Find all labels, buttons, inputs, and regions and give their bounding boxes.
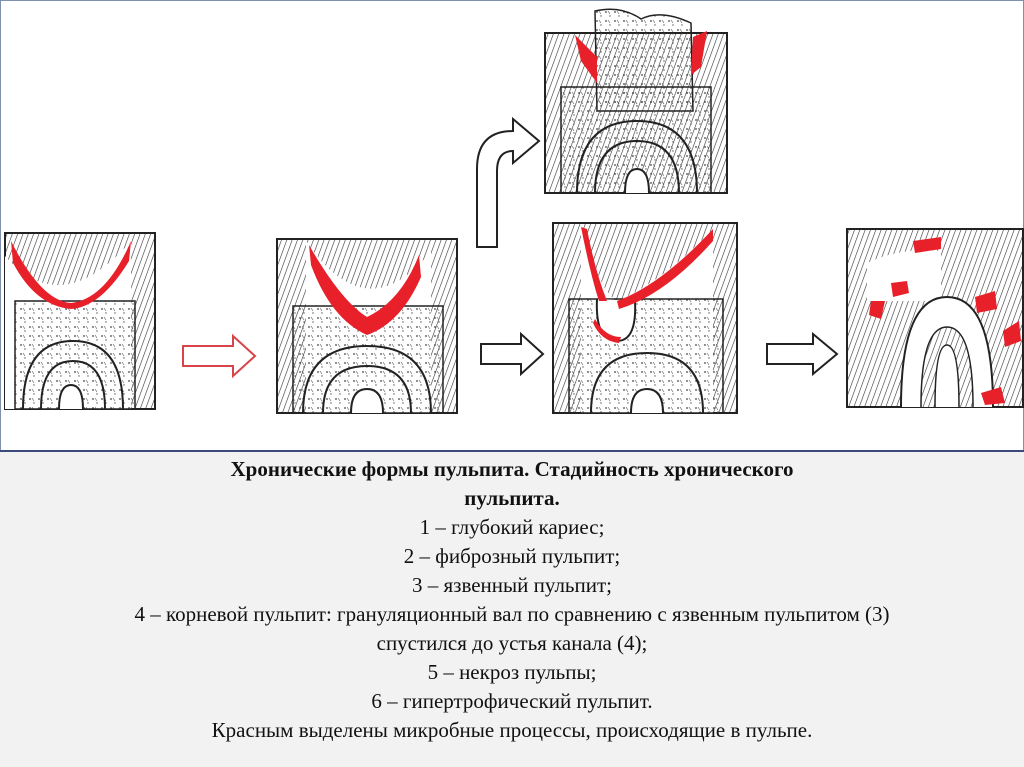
tooth-stage-2 — [276, 238, 458, 414]
arrow-1-to-2 — [182, 333, 257, 379]
caption-line-3: 3 – язвенный пульпит; — [411, 573, 612, 597]
tooth-stage-1 — [4, 232, 156, 410]
caption-line-1: 1 – глубокий кариес; — [419, 515, 605, 539]
arrow-up-to-stage-6 — [476, 116, 541, 248]
tooth-stage-6 — [544, 8, 728, 194]
microbial-area-stage-6-right — [691, 31, 707, 75]
figure-caption: Хронические формы пульпита. Стадийность … — [40, 455, 984, 745]
caption-line-2: 2 – фиброзный пульпит; — [403, 544, 621, 568]
caption-line-7: Красным выделены микробные процессы, про… — [211, 718, 813, 742]
tooth-stage-5 — [846, 228, 1024, 408]
tooth-stage-3 — [552, 222, 738, 414]
microbial-area-stage-3 — [581, 227, 713, 309]
microbial-area-stage-5 — [869, 237, 1021, 405]
caption-line-6: 6 – гипертрофический пульпит. — [371, 689, 653, 713]
microbial-area-stage-2 — [309, 245, 421, 335]
caption-title: Хронические формы пульпита. Стадийность … — [230, 457, 794, 510]
microbial-area-stage-3-ulcer — [593, 319, 621, 343]
microbial-area-stage-6-left — [575, 35, 597, 83]
arrow-3-to-5 — [766, 331, 839, 377]
caption-line-5: 5 – некроз пульпы; — [427, 660, 597, 684]
arrow-2-to-3 — [480, 331, 545, 377]
pulpitis-stages-diagram — [4, 8, 1024, 414]
figure-panel — [0, 0, 1024, 452]
divider-line — [0, 450, 1024, 452]
microbial-area-stage-1 — [11, 241, 131, 309]
caption-line-4: 4 – корневой пульпит: грануляционный вал… — [134, 602, 890, 655]
